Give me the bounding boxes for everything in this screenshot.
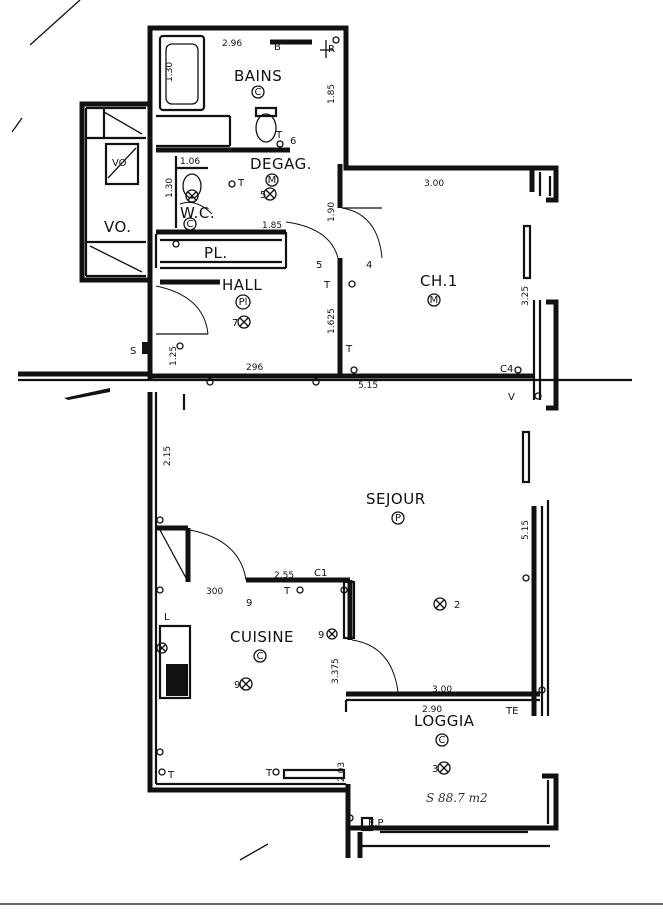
label-l: L xyxy=(164,612,170,623)
switch-label-s: S xyxy=(130,346,136,357)
label-c4: C4 xyxy=(500,364,513,375)
floor-code-ch1: M xyxy=(427,293,441,307)
svg-text:C: C xyxy=(255,87,262,98)
room-label-degag: DEGAG. xyxy=(250,155,312,173)
floor-code-loggia: C xyxy=(435,733,449,747)
room-label-cuisine: CUISINE xyxy=(230,628,294,646)
terminal-t-cuisine-corner: T xyxy=(167,770,175,781)
light-fixture-kitchen-hob xyxy=(156,642,168,654)
switch-label-sejour: 2 xyxy=(454,600,460,611)
switch-label-4: 4 xyxy=(366,260,372,271)
label-r: R xyxy=(328,44,335,55)
label-c1: C1 xyxy=(314,568,327,579)
terminal-t-sejour: T xyxy=(345,344,353,355)
dim-wc-depth: 1.30 xyxy=(165,178,175,198)
svg-text:P: P xyxy=(395,513,401,524)
label-v: V xyxy=(508,392,515,403)
svg-text:C: C xyxy=(257,651,264,662)
room-label-loggia: LOGGIA xyxy=(414,712,475,730)
floor-code-bains: C xyxy=(251,85,265,99)
scan-mark-bottom xyxy=(239,843,269,861)
room-label-wc: W.C. xyxy=(180,204,215,222)
dim-loggia-width: 2.90 xyxy=(422,705,442,715)
dim-cuisine-width: 300 xyxy=(206,587,223,597)
light-fixture-hall xyxy=(237,315,251,329)
label-b: B xyxy=(274,42,281,53)
light-fixture-degag xyxy=(263,187,277,201)
dim-loggia-depth: 2.03 xyxy=(337,762,347,782)
terminal-t-bains: T xyxy=(275,130,283,141)
svg-text:M: M xyxy=(268,175,277,186)
ch1-window-wall xyxy=(342,165,559,411)
floor-code-sejour: P xyxy=(391,511,405,525)
dim-cuisine-side: 2.55 xyxy=(274,571,294,581)
room-label-bains: BAINS xyxy=(234,67,282,85)
room-label-hall: HALL xyxy=(222,276,262,294)
room-label-vo-large: VO. xyxy=(104,218,131,236)
svg-text:M: M xyxy=(430,295,439,306)
dim-degag-width: 1.85 xyxy=(262,221,282,231)
light-fixtures xyxy=(156,187,451,775)
dim-degag-depth: 1.90 xyxy=(327,202,337,222)
label-ep: E.P xyxy=(368,818,384,829)
dim-cuisine-depth: 3.375 xyxy=(331,658,341,684)
dim-sejour-width: 5.15 xyxy=(358,381,378,391)
dim-sejour-side: 2.15 xyxy=(163,446,173,466)
central-partition-line xyxy=(18,371,632,400)
room-label-vo: VO xyxy=(112,158,127,169)
switch-label-cuisine-a: 9 xyxy=(246,598,252,609)
svg-text:C: C xyxy=(439,735,446,746)
floor-code-degag: M xyxy=(265,173,279,187)
dim-hall-small: 1.25 xyxy=(169,346,179,366)
dim-loggia-width-top: 3.00 xyxy=(432,685,452,695)
floor-code-wc: C xyxy=(183,217,197,231)
switch-label-bains: 6 xyxy=(290,136,296,147)
room-label-pl: PL. xyxy=(204,244,228,262)
switch-label-hall: 7 xyxy=(232,318,238,329)
floor-code-hall: Pl xyxy=(235,294,251,310)
switch-label-loggia: 3 xyxy=(432,764,438,775)
switch-label-5: 5 xyxy=(316,260,322,271)
dim-bains-depth: 1.30 xyxy=(165,62,175,82)
switch-label-cuisine-c: 9 xyxy=(234,680,240,691)
scan-mark-top xyxy=(29,0,81,46)
dim-ch1-width: 3.00 xyxy=(424,179,444,189)
upper-block-walls xyxy=(79,25,535,380)
room-label-sejour: SEJOUR xyxy=(366,490,426,508)
dim-bains-side: 1.85 xyxy=(327,84,337,104)
light-fixture-wc xyxy=(185,189,199,203)
label-te: TE xyxy=(505,706,518,717)
wc-degag-partitions xyxy=(154,156,383,376)
scan-mark-left xyxy=(11,117,23,133)
kitchen-walls xyxy=(156,525,540,786)
room-label-ch1: CH.1 xyxy=(420,272,458,290)
light-fixture-loggia xyxy=(437,761,451,775)
terminal-t-cuisine-bottom: T xyxy=(265,768,273,779)
bath-fixtures xyxy=(156,34,334,153)
dim-ch1-depth: 3.25 xyxy=(521,286,531,306)
dim-hall-width: 296 xyxy=(246,363,263,373)
light-fixture-sejour xyxy=(433,597,447,611)
terminal-t-wc: T xyxy=(237,178,245,189)
light-fixture-cuisine-wall xyxy=(326,628,338,640)
terminal-t-cuisine: T xyxy=(283,586,291,597)
handwritten-area-note: S 88.7 m2 xyxy=(426,791,488,805)
dim-wc-width: 1.06 xyxy=(180,157,200,167)
svg-text:C: C xyxy=(187,219,194,230)
floor-code-cuisine: C xyxy=(253,649,267,663)
svg-text:Pl: Pl xyxy=(239,297,248,308)
outlet-symbols xyxy=(156,36,546,822)
dim-sejour-depth: 5.15 xyxy=(521,520,531,540)
dim-hall-depth: 1.625 xyxy=(327,308,337,334)
hall-entry xyxy=(142,279,220,372)
terminal-t-hall: T xyxy=(323,280,331,291)
light-fixture-cuisine xyxy=(239,677,253,691)
dim-bains-width: 2.96 xyxy=(222,39,242,49)
switch-label-cuisine-b: 9 xyxy=(318,630,324,641)
switch-label-degag: 5 xyxy=(260,190,266,201)
